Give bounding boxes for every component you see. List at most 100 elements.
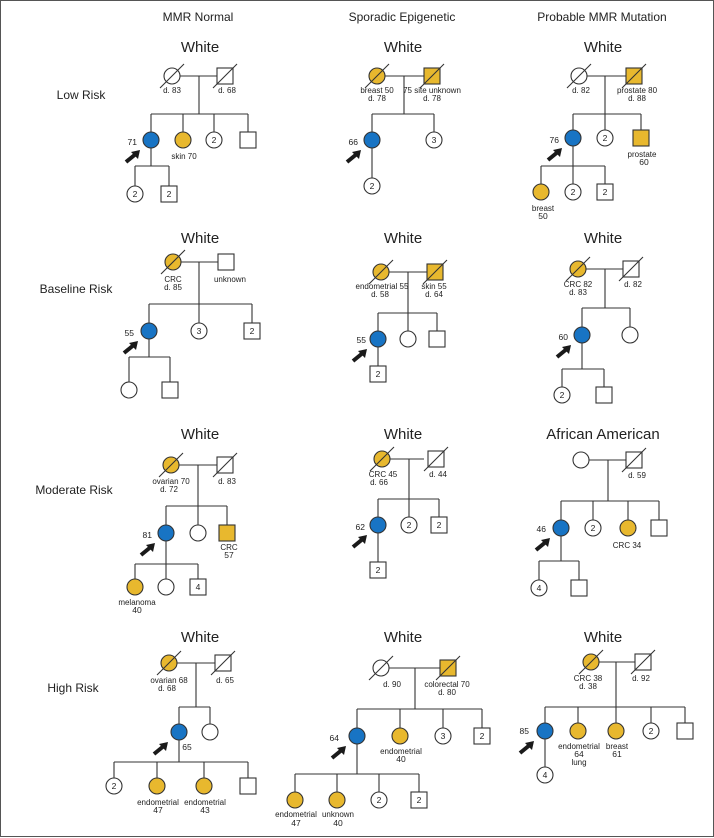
affected-female bbox=[328, 791, 346, 809]
unaffected-male bbox=[189, 578, 207, 596]
pedigree-label: d. 83 bbox=[163, 86, 181, 95]
pedigree-label: d. 68 bbox=[158, 684, 176, 693]
deceased-mark bbox=[364, 63, 390, 89]
unaffected-female bbox=[190, 322, 208, 340]
deceased-mark bbox=[621, 447, 647, 473]
pedigree-label: d. 85 bbox=[164, 283, 182, 292]
pedigree-label: breast bbox=[532, 204, 555, 213]
pedigree-label: 2 bbox=[250, 326, 255, 336]
panel-title: White bbox=[584, 230, 622, 247]
unaffected-female bbox=[584, 519, 602, 537]
pedigree-label: ovarian 70 bbox=[152, 477, 190, 486]
pedigree-label: 64 bbox=[574, 749, 584, 759]
pedigree-label: 60 bbox=[559, 332, 569, 342]
pedigree-label: 76 bbox=[550, 135, 560, 145]
deceased-mark bbox=[565, 256, 591, 282]
pedigree-label: 2 bbox=[112, 781, 117, 791]
pedigree-label: endometrial bbox=[558, 742, 600, 751]
unaffected-female bbox=[530, 579, 548, 597]
pedigree-label: 81 bbox=[143, 530, 153, 540]
pedigree-label: 62 bbox=[356, 522, 366, 532]
pedigree-label: CRC bbox=[220, 543, 238, 552]
proband-female bbox=[170, 723, 188, 741]
deceased-mark bbox=[159, 63, 185, 89]
pedigree-label: 55 bbox=[357, 335, 367, 345]
pedigree-label: 2 bbox=[376, 369, 381, 379]
pedigree-label: skin 55 bbox=[421, 282, 447, 291]
pedigree-label: 64 bbox=[330, 733, 340, 743]
pedigree-label: d. 83 bbox=[569, 288, 587, 297]
pedigree-label: unknown bbox=[322, 810, 354, 819]
proband-arrow-head bbox=[358, 535, 367, 544]
row-label: High Risk bbox=[47, 681, 99, 695]
proband-female bbox=[348, 727, 366, 745]
unaffected-female bbox=[596, 129, 614, 147]
proband-female bbox=[363, 131, 381, 149]
pedigree-label: 3 bbox=[441, 731, 446, 741]
pedigree-label: endometrial bbox=[137, 798, 179, 807]
pedigree-label: 4 bbox=[196, 582, 201, 592]
proband-arrow-head bbox=[129, 341, 138, 350]
pedigree-label: 61 bbox=[612, 749, 622, 759]
unaffected-male bbox=[650, 519, 668, 537]
affected-female bbox=[569, 722, 587, 740]
proband-female bbox=[369, 516, 387, 534]
pedigree-label: 2 bbox=[649, 726, 654, 736]
proband-female bbox=[157, 524, 175, 542]
pedigree-label: endometrial 55 bbox=[356, 282, 409, 291]
panel-title: African American bbox=[546, 426, 659, 443]
unaffected-female bbox=[201, 723, 219, 741]
pedigree-label: d. 64 bbox=[425, 290, 443, 299]
pedigree-label: 47 bbox=[153, 805, 163, 815]
pedigree-label: prostate bbox=[628, 150, 657, 159]
proband-female bbox=[564, 129, 582, 147]
pedigree-label: 60 bbox=[639, 157, 649, 167]
unaffected-male bbox=[369, 365, 387, 383]
pedigree-label: 55 bbox=[125, 328, 135, 338]
affected-female bbox=[619, 519, 637, 537]
proband-arrow-head bbox=[553, 148, 562, 157]
pedigree-label: breast bbox=[606, 742, 629, 751]
affected-male bbox=[632, 129, 650, 147]
panel-title: White bbox=[384, 426, 422, 443]
panel-title: White bbox=[384, 39, 422, 56]
pedigree-label: 57 bbox=[224, 550, 234, 560]
affected-female bbox=[148, 777, 166, 795]
pedigree-label: endometrial bbox=[184, 798, 226, 807]
unaffected-female bbox=[105, 777, 123, 795]
proband-arrow-head bbox=[146, 543, 155, 552]
pedigree-label: d. 90 bbox=[383, 680, 401, 689]
unaffected-male bbox=[570, 579, 588, 597]
pedigree-label: CRC bbox=[164, 275, 182, 284]
pedigree-label: 2 bbox=[417, 795, 422, 805]
pedigree-label: 2 bbox=[603, 133, 608, 143]
affected-female bbox=[126, 578, 144, 596]
pedigree-label: 2 bbox=[167, 189, 172, 199]
proband-female bbox=[140, 322, 158, 340]
pedigree-label: 43 bbox=[200, 805, 210, 815]
proband-arrow-head bbox=[352, 150, 361, 159]
pedigree-label: d. 80 bbox=[438, 688, 456, 697]
pedigree-label: 66 bbox=[349, 137, 359, 147]
unaffected-female bbox=[126, 185, 144, 203]
pedigree-label: lung bbox=[571, 758, 586, 767]
proband-arrow-head bbox=[562, 345, 571, 354]
pedigree-label: 4 bbox=[537, 583, 542, 593]
row-label: Baseline Risk bbox=[40, 282, 114, 296]
pedigree-label: d. 72 bbox=[160, 485, 178, 494]
column-header: MMR Normal bbox=[163, 10, 234, 24]
unaffected-female bbox=[363, 177, 381, 195]
deceased-mark bbox=[212, 63, 238, 89]
pedigree-label: 47 bbox=[291, 818, 301, 828]
proband-female bbox=[142, 131, 160, 149]
unaffected-female bbox=[400, 516, 418, 534]
pedigree-label: 2 bbox=[377, 795, 382, 805]
pedigree-label: 65 bbox=[182, 742, 192, 752]
panel-title: White bbox=[584, 39, 622, 56]
pedigree-label: 2 bbox=[407, 520, 412, 530]
pedigree-label: skin 70 bbox=[171, 152, 197, 161]
panel-title: White bbox=[584, 629, 622, 646]
pedigree-label: CRC 82 bbox=[564, 280, 593, 289]
pedigree-label: 85 bbox=[520, 726, 530, 736]
